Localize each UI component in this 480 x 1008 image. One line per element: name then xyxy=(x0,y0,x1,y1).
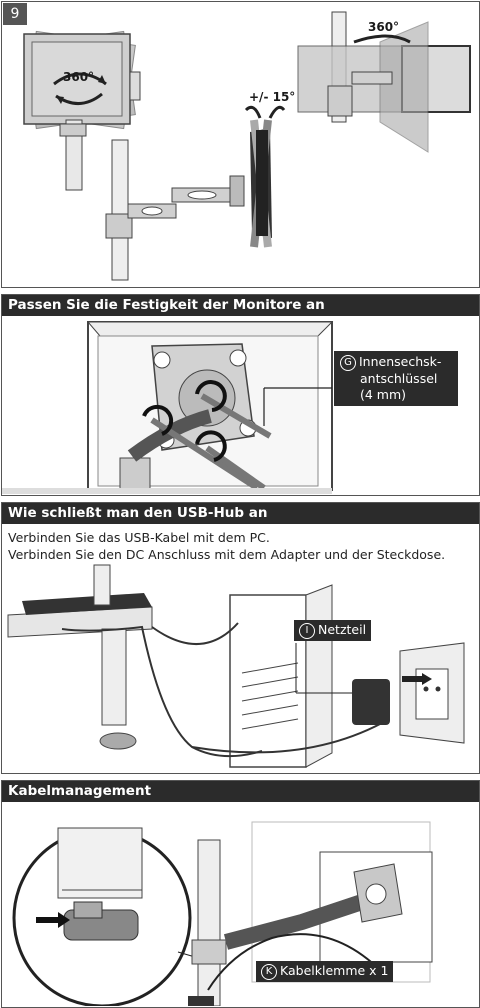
section-title: Kabelmanagement xyxy=(2,781,479,802)
callout-line-3: (4 mm) xyxy=(340,387,406,402)
section-title: Passen Sie die Festigkeit der Monitore a… xyxy=(2,295,479,316)
tension-panel: Passen Sie die Festigkeit der Monitore a… xyxy=(1,294,480,496)
rotation-illustration xyxy=(2,2,479,287)
rotate-label: 360° xyxy=(63,70,94,84)
swivel-label: 360° xyxy=(368,20,399,34)
callout-badge: G xyxy=(340,355,356,371)
callout-badge: I xyxy=(299,623,315,639)
callout-label: Netzteil xyxy=(318,622,366,637)
usb-hub-panel: Wie schließt man den USB-Hub an Verbinde… xyxy=(1,502,480,774)
callout-line-1: Innensechsk- xyxy=(359,354,441,369)
cable-illustration xyxy=(2,802,479,1006)
step-number: 9 xyxy=(3,3,27,25)
step-9-panel: 9 xyxy=(1,1,480,288)
callout-line-2: antschlüssel xyxy=(340,371,437,386)
tilt-label: +/- 15° xyxy=(249,90,295,104)
callout-label: Kabelklemme x 1 xyxy=(280,963,388,978)
callout-badge: K xyxy=(261,964,277,980)
usb-illustration xyxy=(2,503,479,773)
